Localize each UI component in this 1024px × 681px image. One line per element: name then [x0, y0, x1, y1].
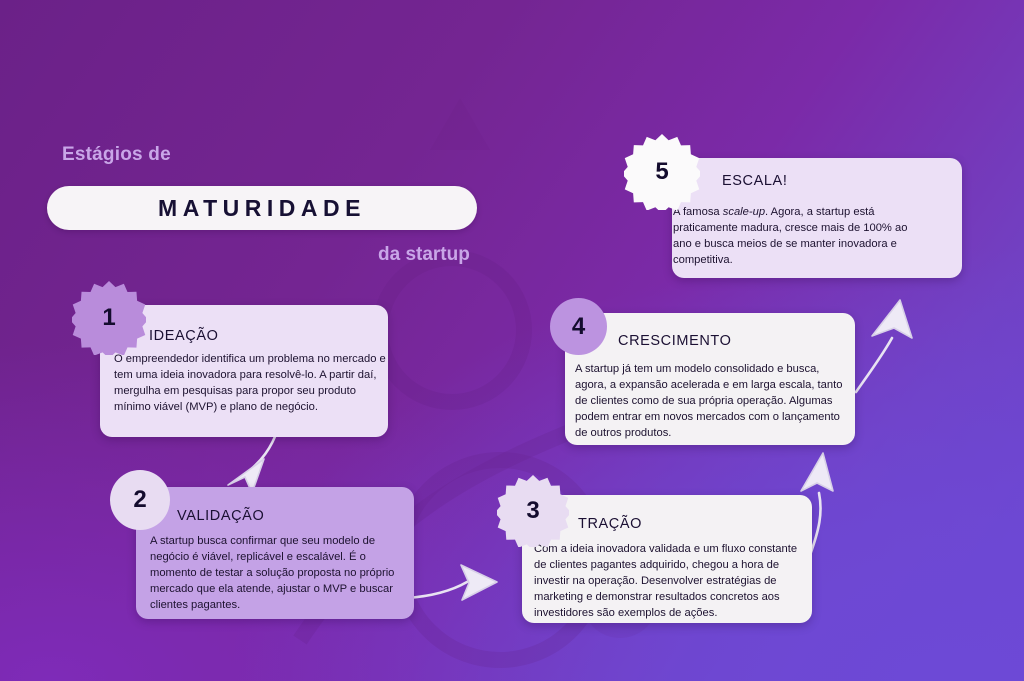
- stage-card-5[interactable]: [672, 158, 962, 278]
- stage-title-3: TRAÇÃO: [578, 516, 643, 532]
- stage-badge-1[interactable]: 1: [72, 281, 146, 355]
- stage-badge-5[interactable]: 5: [624, 134, 700, 210]
- header-subkicker: da startup: [378, 244, 470, 265]
- stage-body-5-pre: A famosa: [673, 206, 723, 218]
- stage-card-3[interactable]: [522, 495, 812, 623]
- arrow-stage2-to-stage3: [405, 564, 498, 601]
- stage-badge-3[interactable]: 3: [497, 475, 569, 547]
- stage-badge-1-number: 1: [102, 304, 116, 331]
- stage-title-1: IDEAÇÃO: [149, 328, 219, 344]
- stage-badge-2-number: 2: [133, 486, 147, 513]
- title-pill: MATURIDADE: [47, 186, 477, 230]
- stage-badge-5-number: 5: [655, 158, 669, 185]
- stage-body-4: A startup já tem um modelo consolidado e…: [575, 363, 843, 439]
- stage-body-5-emphasis: scale-up: [722, 206, 766, 218]
- stage-badge-2[interactable]: 2: [110, 470, 170, 530]
- arrow-stage4-to-stage5: [854, 299, 913, 394]
- stage-body-1: O empreendedor identifica um problema no…: [114, 353, 386, 413]
- stage-badge-4-number: 4: [571, 312, 586, 340]
- stage-badge-3-number: 3: [526, 497, 540, 524]
- stage-card-4[interactable]: [565, 313, 855, 445]
- stage-body-3: Com a ideia inovadora validada e um flux…: [534, 543, 798, 619]
- stage-title-5: ESCALA!: [722, 173, 788, 189]
- stage-card-2[interactable]: [136, 487, 414, 619]
- page-title: MATURIDADE: [158, 194, 366, 221]
- stage-title-4: CRESCIMENTO: [618, 333, 732, 349]
- stage-title-2: VALIDAÇÃO: [177, 508, 265, 524]
- stage-body-2: A startup busca confirmar que seu modelo…: [150, 535, 395, 611]
- stage-badge-4[interactable]: 4: [550, 298, 607, 355]
- stage-body-5: A famosa scale-up. Agora, a startup está…: [673, 205, 923, 269]
- stage-card-1[interactable]: [100, 305, 388, 437]
- stage-body-5-post: . Agora, a startup está praticamente mad…: [673, 206, 908, 266]
- header-kicker: Estágios de: [62, 144, 171, 165]
